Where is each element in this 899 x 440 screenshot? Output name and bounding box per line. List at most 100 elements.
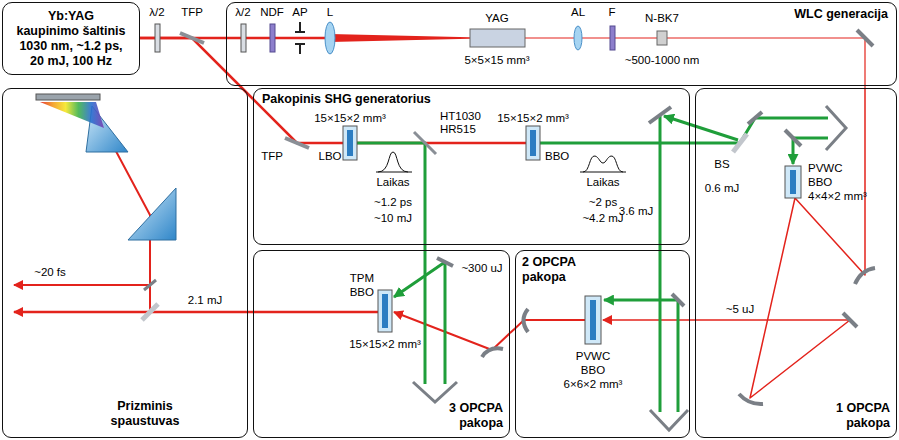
part-label: 2.1 mJ: [188, 294, 223, 307]
optics: [40, 102, 104, 128]
pulse-shape: [583, 156, 623, 172]
part-label: TPM: [350, 272, 374, 285]
part-label: ~300 uJ: [461, 262, 502, 275]
optics: [739, 394, 763, 404]
part-label: ~20 fs: [34, 266, 66, 279]
part-label: ~4.2 mJ: [582, 212, 623, 225]
panel-title: 2 OPCPA pakopa: [522, 255, 586, 285]
optics: [857, 30, 873, 46]
red-beam: [14, 311, 248, 314]
part-label: PVWC: [576, 350, 611, 363]
optics: [241, 24, 246, 52]
part-label: ~500-1000 nm: [625, 54, 700, 67]
pulse-shape: [376, 152, 626, 172]
optics: [180, 33, 204, 43]
part-label: 15×15×2 mm³: [349, 338, 421, 351]
part-label: λ/2: [235, 6, 250, 19]
part-label: BBO: [545, 150, 569, 163]
optics: [649, 107, 671, 123]
green-beam: [540, 142, 690, 145]
optics: [790, 170, 796, 194]
part-label: TFP: [181, 6, 203, 19]
optics: [650, 410, 688, 430]
optics: [378, 290, 392, 332]
part-label: BBO: [581, 364, 605, 377]
green-beam: [695, 142, 740, 145]
panel-title: 3 OPCPA pakopa: [439, 401, 503, 431]
part-label: 0.6 mJ: [705, 182, 740, 195]
source-box: Yb:YAG kaupinimo šaltinis 1030 nm, ~1.2 …: [2, 2, 140, 75]
part-label: Laikas: [376, 176, 409, 189]
part-label: YAG: [485, 12, 508, 25]
part-label: ~10 mJ: [374, 212, 412, 225]
optics: [785, 166, 801, 198]
part-label: 4×4×2 mm³: [808, 190, 867, 203]
optics: [785, 130, 801, 146]
part-label: N-BK7: [645, 12, 679, 25]
optics: [672, 294, 684, 306]
part-label: 6×6×2 mm³: [564, 378, 623, 391]
green-beam: [394, 262, 445, 384]
optics: [574, 26, 582, 50]
optics: [36, 94, 100, 100]
part-label: PVWC: [808, 162, 843, 175]
part-label: 15×15×2 mm³: [497, 112, 569, 125]
pulse-shape: [580, 172, 626, 173]
optics: [325, 22, 335, 54]
panel-title: Pakopinis SHG generatorius: [262, 92, 431, 107]
optics: [530, 130, 536, 156]
optics: [748, 112, 762, 124]
optics: [270, 24, 275, 52]
optics: [470, 29, 525, 47]
green-beam: [659, 115, 662, 245]
panel-title: 1 OPCPA pakopa: [826, 401, 890, 431]
green-beam: [357, 115, 828, 412]
optics: [382, 294, 388, 328]
green-beam: [604, 300, 678, 412]
part-label: λ/2: [149, 6, 164, 19]
green-beam: [659, 250, 662, 412]
optics: [155, 24, 160, 52]
optics: [144, 280, 156, 290]
part-label: BS: [714, 158, 729, 171]
part-label: L: [327, 6, 333, 19]
part-label: ~1.2 ps: [374, 196, 412, 209]
optics: [295, 22, 305, 54]
stage-panel: WLC generacija: [226, 2, 897, 86]
stage-panel: 2 OPCPA pakopa: [515, 250, 690, 438]
part-label: 15×15×2 mm³: [314, 112, 386, 125]
part-label: BBO: [808, 176, 832, 189]
part-label: HT1030: [440, 110, 481, 123]
part-label: ~5 uJ: [726, 303, 754, 316]
optics: [524, 309, 529, 332]
pulse-shape: [378, 152, 408, 172]
optics: [343, 126, 357, 160]
part-label: BBO: [350, 286, 374, 299]
part-label: 5×5×15 mm³: [464, 54, 529, 67]
optics: [843, 313, 857, 327]
optics: [590, 300, 596, 340]
part-label: HR515: [440, 123, 476, 136]
optics: [347, 130, 353, 156]
part-label: Laikas: [586, 176, 619, 189]
part-label: F: [608, 6, 615, 19]
part-label: AL: [571, 6, 585, 19]
optics: [142, 304, 158, 320]
optics: [826, 106, 846, 150]
optics: [482, 348, 503, 357]
optics: [285, 138, 309, 148]
green-beam: [357, 143, 425, 245]
red-beam: [14, 284, 150, 286]
part-label: 3.6 mJ: [619, 205, 654, 218]
optics: [610, 26, 615, 50]
panel-title: Prizminis spaustuvas: [103, 399, 187, 429]
red-beam: [253, 311, 378, 314]
part-label: LBO: [318, 150, 341, 163]
optics: [657, 31, 667, 45]
part-label: ~2 ps: [589, 196, 617, 209]
part-label: AP: [292, 6, 307, 19]
stage-panel: Prizminis spaustuvas: [2, 88, 248, 438]
